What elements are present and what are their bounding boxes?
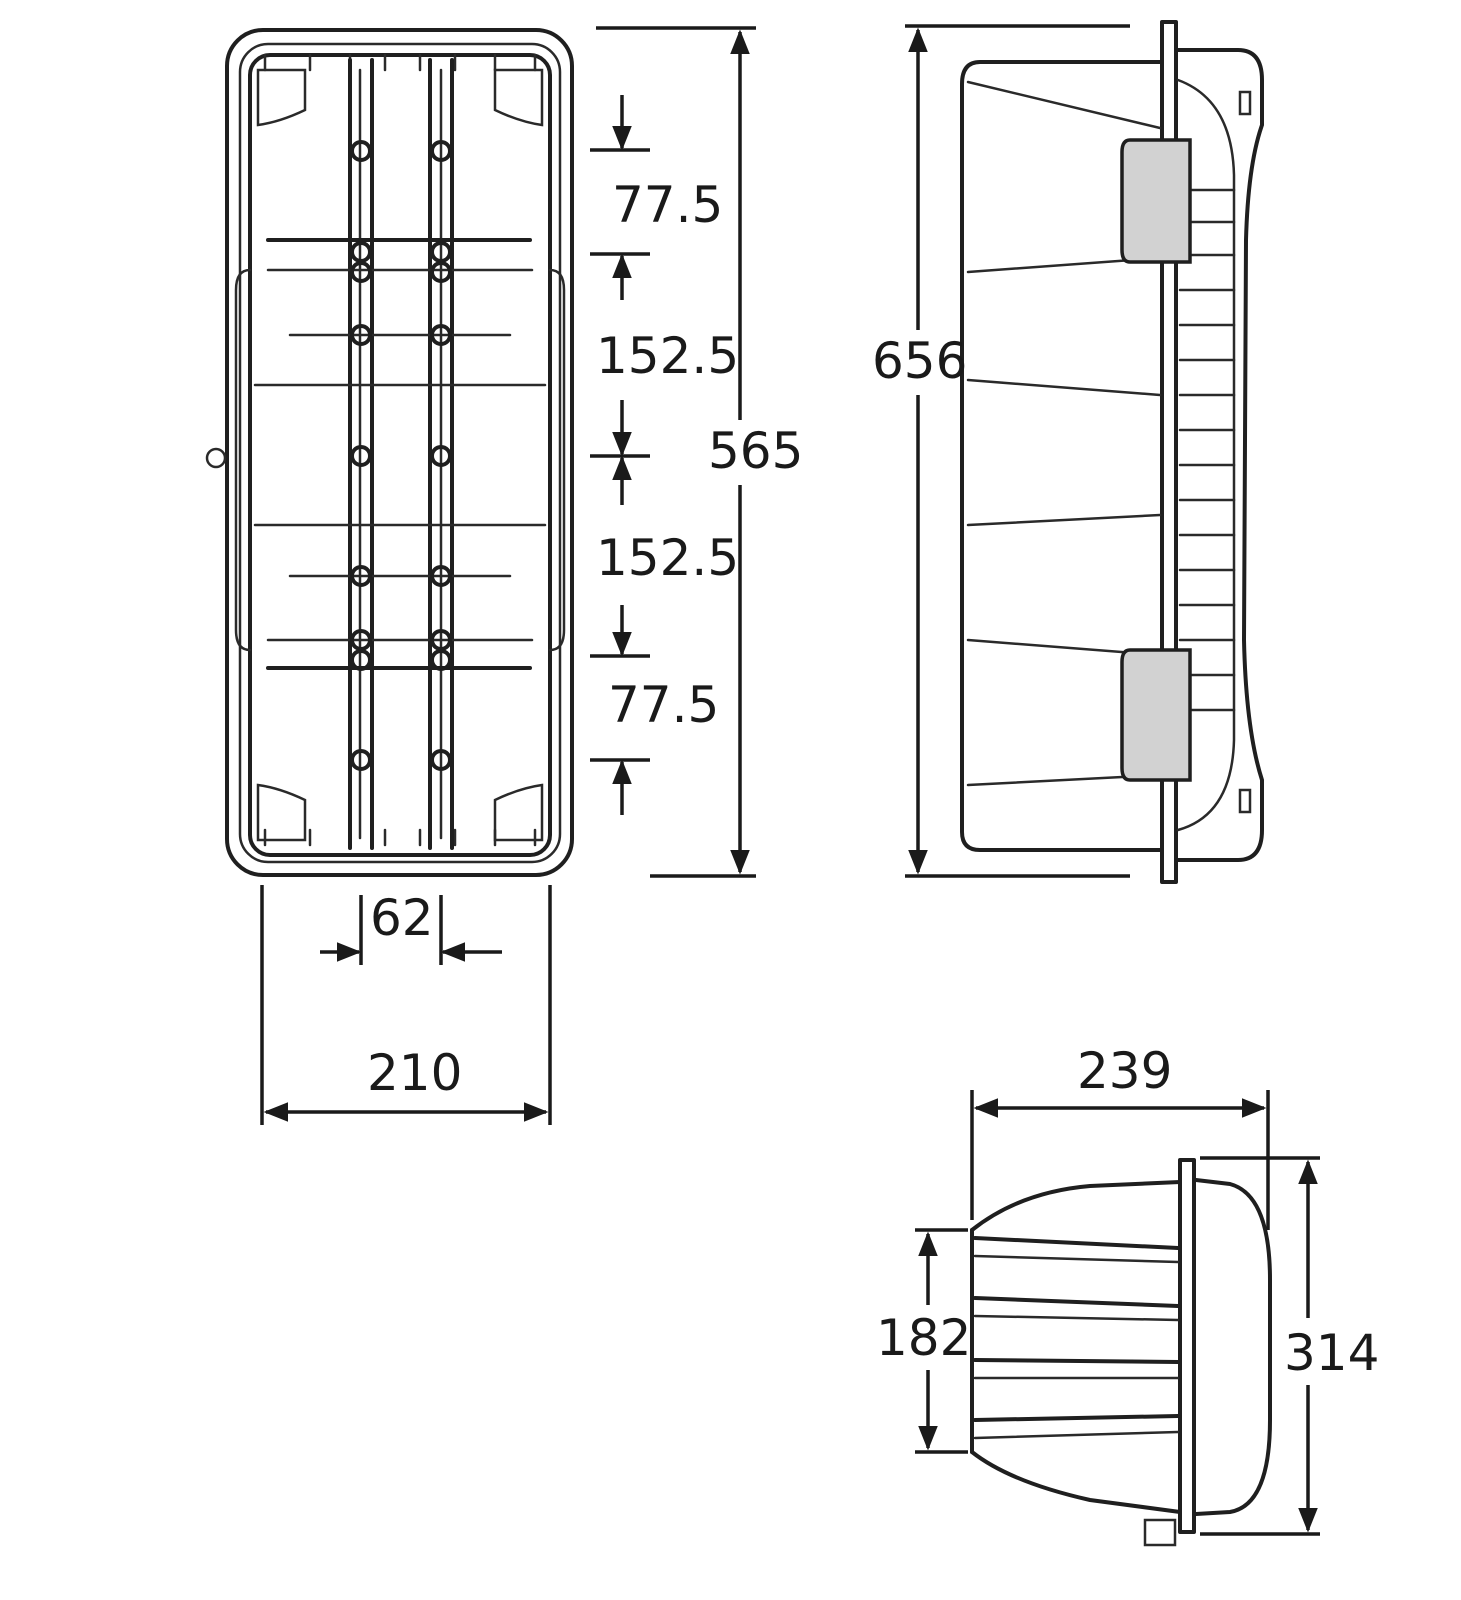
ribs [253, 238, 547, 670]
pocket-top-right [493, 68, 544, 127]
side-back-profile [1176, 48, 1264, 862]
width-dimension [260, 885, 552, 1125]
side-body [960, 60, 1162, 852]
dim-height-565: 565 [708, 422, 803, 480]
top-body [970, 1180, 1182, 1514]
top-ribs [973, 1236, 1180, 1440]
hinge-lower [1120, 648, 1192, 782]
back-clip-top [1238, 90, 1252, 116]
dim-outer-height-314: 314 [1284, 1324, 1379, 1382]
latch-knob [205, 447, 227, 469]
dim-seg-mid-lower: 152.5 [596, 529, 739, 587]
mounting-holes [350, 140, 452, 771]
side-view: 656 [872, 20, 1264, 884]
height-dimension [596, 26, 756, 878]
top-view: 239 182 314 [876, 1042, 1379, 1547]
hinge-upper [1120, 138, 1192, 264]
top-flange [1178, 1158, 1196, 1534]
inner-height-dimension [915, 1228, 968, 1454]
side-height-dimension [905, 24, 1130, 878]
dim-rail-spacing-62: 62 [370, 889, 434, 947]
front-view: 77.5 152.5 152.5 77.5 565 62 210 [205, 26, 803, 1125]
right-bulge [548, 268, 566, 652]
side-back-inner [1176, 78, 1236, 832]
pocket-top-left [256, 68, 307, 127]
back-clip-bottom [1238, 788, 1252, 814]
top-dome [1194, 1178, 1272, 1516]
dim-seg-top: 77.5 [612, 176, 723, 234]
dim-seg-bottom: 77.5 [608, 676, 719, 734]
dim-inner-height-182: 182 [876, 1309, 971, 1367]
side-flange [1160, 20, 1178, 884]
segment-dimension-chain [590, 95, 650, 815]
top-notches [263, 53, 537, 72]
front-inner-shell [238, 42, 562, 864]
front-cavity [248, 53, 552, 857]
depth-dimension [970, 1090, 1270, 1230]
pocket-bottom-left [256, 783, 307, 842]
front-outer-shell [225, 28, 574, 877]
dim-seg-mid-upper: 152.5 [596, 327, 739, 385]
pocket-bottom-right [493, 783, 544, 842]
dim-width-210: 210 [367, 1044, 462, 1102]
rail-spacing-dimension [320, 895, 502, 965]
left-bulge [234, 268, 252, 652]
outer-height-dimension [1200, 1156, 1320, 1536]
top-latch [1143, 1518, 1177, 1547]
dim-side-height-656: 656 [872, 332, 967, 390]
dim-depth-239: 239 [1077, 1042, 1172, 1100]
side-fins [1178, 188, 1236, 712]
rails [348, 58, 454, 850]
